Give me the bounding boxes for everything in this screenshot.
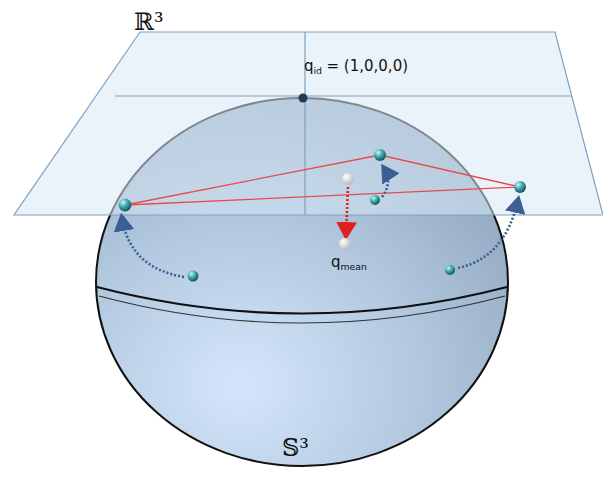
- space-label: ℝ³: [134, 10, 164, 34]
- subscript-text: id: [314, 65, 322, 76]
- label-text: q: [331, 253, 341, 271]
- subscript-text: mean: [341, 261, 367, 272]
- label-text: ℝ³: [134, 8, 164, 36]
- mean-label: qmean: [331, 255, 367, 271]
- label-text: q: [304, 57, 314, 75]
- identity-label: qid = (1,0,0,0): [304, 59, 408, 75]
- label-text: 𝕊³: [282, 434, 309, 462]
- label-text: = (1,0,0,0): [327, 57, 409, 75]
- sphere-label: 𝕊³: [282, 436, 309, 460]
